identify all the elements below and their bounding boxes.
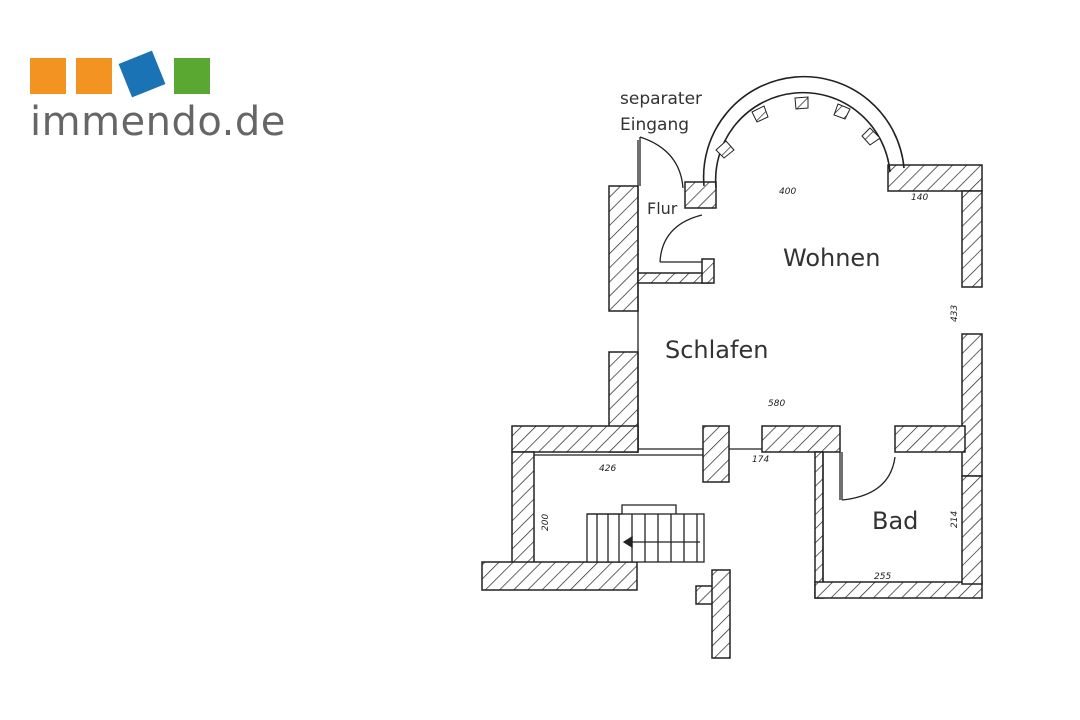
entrance-door-swing [639,136,684,189]
dimension-255: 255 [874,572,891,582]
flur-door-swing [659,214,703,263]
wall-bad-left [814,451,824,599]
entrance-label-line2: Eingang [620,115,689,135]
stair-arrow [622,535,633,549]
wall-bad-right [961,475,983,585]
wall-bad-bottom [814,581,983,599]
dimension-174: 174 [752,455,769,465]
logo-square-orange-1 [30,58,66,94]
wall-flur-bottom [637,272,711,284]
room-label-wohnen: Wohnen [783,244,880,272]
room-label-schlafen: Schlafen [665,336,768,364]
dimension-400: 400 [779,187,796,197]
interior-lines [534,140,841,582]
logo-square-green [174,58,210,94]
dimension-214: 214 [950,511,960,528]
entrance-label-line1: separater [620,89,702,109]
dimension-140: 140 [911,193,928,203]
bay-window-outer [702,75,905,187]
walls [481,164,983,659]
wall-left-upper [608,185,639,312]
room-label-flur: Flur [647,199,678,218]
wall-right-top [887,164,983,192]
logo-text: immendo.de [30,99,286,145]
wall-mid-center [761,425,841,453]
bay-window-hatching [715,96,881,159]
wall-flur-top [684,181,717,209]
wall-mid-pillar [702,425,730,483]
wall-mid-left [511,425,639,453]
dimension-200: 200 [541,514,551,531]
wall-right-lower [961,333,983,477]
dimension-433: 433 [950,305,960,322]
wall-right-upper [961,190,983,288]
doors [639,136,896,501]
staircase [586,504,705,563]
logo-square-orange-2 [76,58,112,94]
logo: immendo.de [28,50,298,150]
wall-mid-right [894,425,966,453]
wall-stair-bottom [481,561,638,591]
wall-stair-left [511,451,535,565]
dimension-580: 580 [768,399,785,409]
dimension-426: 426 [599,464,616,474]
wall-flur-stub [701,258,715,284]
bad-door-swing [841,456,896,501]
wall-lower-stem [711,569,731,659]
room-label-bad: Bad [872,507,918,535]
